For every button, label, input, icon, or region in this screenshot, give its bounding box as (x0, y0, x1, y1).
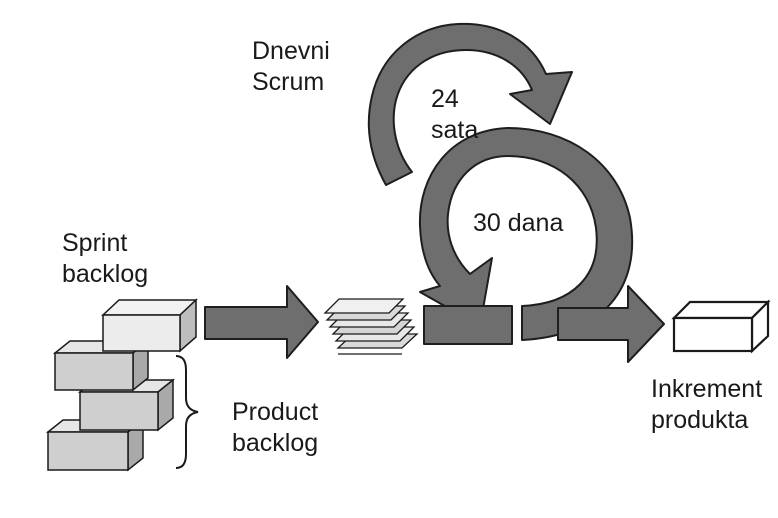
sprint-task-sheets (323, 298, 419, 355)
product-backlog-brace (175, 355, 199, 469)
sprint-loop-arrow (418, 127, 634, 341)
sprint-backlog-label: Sprint backlog (62, 228, 148, 290)
product-backlog-stack (45, 339, 176, 472)
product-backlog-label: Product backlog (232, 397, 318, 459)
daily-scrum-label: Dnevni Scrum (252, 36, 330, 98)
sprint-backlog-line-1: Sprint (62, 229, 128, 257)
sprint-duration-text: 30 dana (473, 209, 564, 237)
product-increment-box (671, 299, 771, 354)
product-backlog-line-2: backlog (232, 429, 319, 457)
sprint-backlog-brick (101, 298, 198, 353)
arrow-to-increment (557, 285, 665, 363)
increment-line-1: Inkrement (651, 375, 763, 403)
daily-scrum-loop-arrow (367, 22, 573, 186)
arrow-to-sprint (204, 285, 319, 359)
daily-scrum-line-1: Dnevni (252, 37, 330, 65)
hours-unit: sata (431, 116, 479, 144)
hours-value: 24 (431, 85, 459, 113)
increment-label: Inkrement produkta (651, 374, 762, 436)
sprint-backlog-line-2: backlog (62, 260, 149, 288)
hours-label: 24 sata (431, 84, 478, 146)
sprint-bar (423, 305, 513, 345)
sprint-duration-label: 30 dana (473, 208, 563, 239)
product-backlog-line-1: Product (232, 398, 319, 426)
increment-line-2: produkta (651, 406, 749, 434)
daily-scrum-line-2: Scrum (252, 68, 325, 96)
